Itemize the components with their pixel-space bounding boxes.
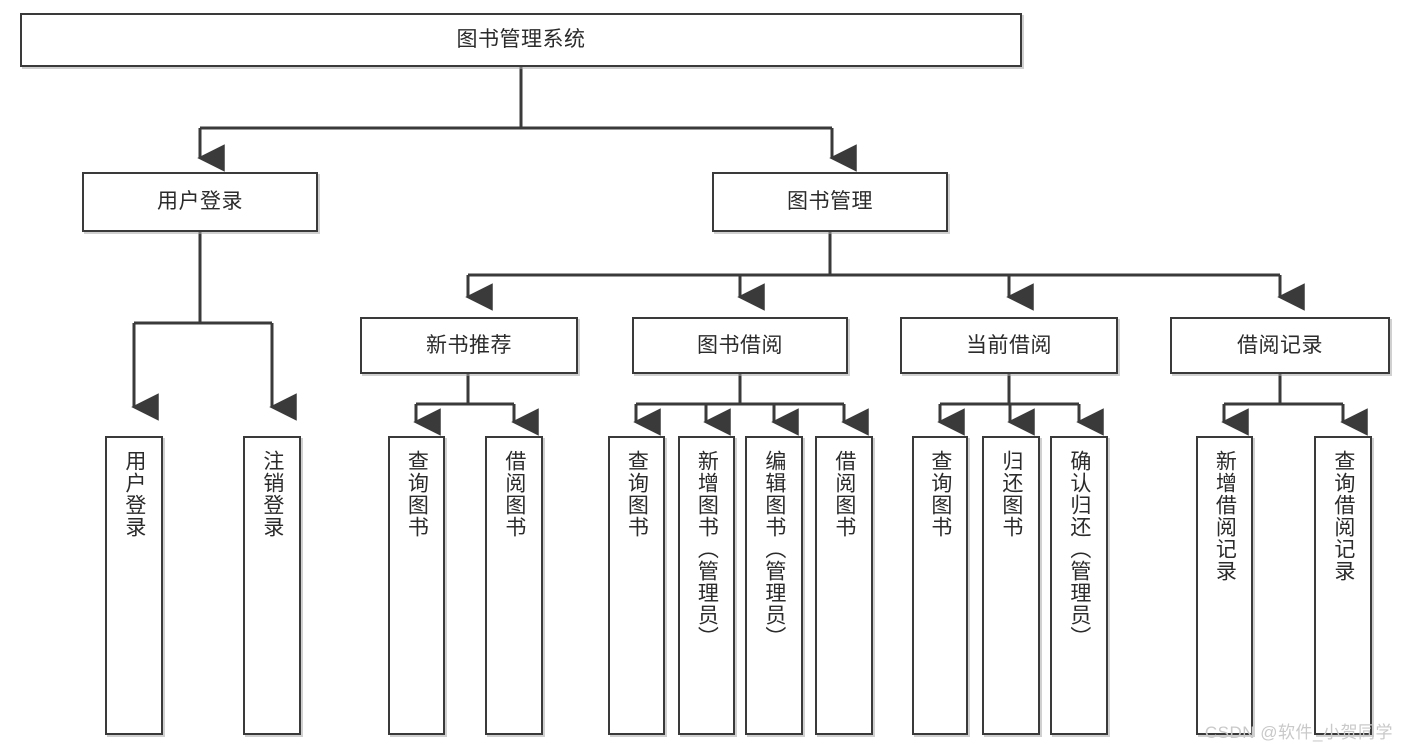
leaf-query-book-recommend[interactable]: 查询图书	[388, 436, 445, 735]
leaf-edit-book-admin[interactable]: 编辑图书（管理员）	[745, 436, 803, 735]
leaf-borrow-book[interactable]: 借阅图书	[815, 436, 873, 735]
leaf-query-book-borrow-label: 查询图书	[625, 450, 649, 538]
node-book-borrow[interactable]: 图书借阅	[632, 317, 848, 374]
node-new-book-recommend-label: 新书推荐	[426, 333, 512, 357]
leaf-borrow-book-recommend[interactable]: 借阅图书	[485, 436, 543, 735]
node-book-management-label: 图书管理	[787, 190, 873, 214]
leaf-logout[interactable]: 注销登录	[243, 436, 301, 735]
watermark: CSDN @软件_小贺同学	[1204, 723, 1393, 742]
leaf-return-book[interactable]: 归还图书	[982, 436, 1040, 735]
leaf-query-borrow-record-label: 查询借阅记录	[1331, 450, 1355, 582]
node-root[interactable]: 图书管理系统	[20, 13, 1022, 67]
leaf-edit-book-admin-label: 编辑图书（管理员）	[762, 450, 786, 648]
leaf-add-borrow-record-label: 新增借阅记录	[1213, 450, 1237, 582]
leaf-confirm-return-admin[interactable]: 确认归还（管理员）	[1050, 436, 1108, 735]
leaf-query-book-current[interactable]: 查询图书	[912, 436, 968, 735]
leaf-query-book-borrow[interactable]: 查询图书	[608, 436, 665, 735]
leaf-confirm-return-admin-label: 确认归还（管理员）	[1067, 450, 1091, 648]
node-new-book-recommend[interactable]: 新书推荐	[360, 317, 578, 374]
leaf-add-book-admin[interactable]: 新增图书（管理员）	[678, 436, 735, 735]
leaf-return-book-label: 归还图书	[999, 450, 1023, 538]
node-current-borrow[interactable]: 当前借阅	[900, 317, 1118, 374]
leaf-query-borrow-record[interactable]: 查询借阅记录	[1314, 436, 1372, 735]
node-root-label: 图书管理系统	[456, 28, 586, 52]
leaf-user-login[interactable]: 用户登录	[105, 436, 163, 735]
leaf-query-book-current-label: 查询图书	[928, 450, 952, 538]
leaf-add-borrow-record[interactable]: 新增借阅记录	[1196, 436, 1253, 735]
node-current-borrow-label: 当前借阅	[966, 333, 1052, 357]
leaf-borrow-book-recommend-label: 借阅图书	[502, 450, 526, 538]
leaf-borrow-book-label: 借阅图书	[832, 450, 856, 538]
leaf-add-book-admin-label: 新增图书（管理员）	[695, 450, 719, 648]
node-book-management[interactable]: 图书管理	[712, 172, 948, 232]
leaf-logout-label: 注销登录	[260, 450, 284, 538]
node-user-login[interactable]: 用户登录	[82, 172, 318, 232]
node-borrow-records-label: 借阅记录	[1237, 333, 1323, 357]
leaf-query-book-recommend-label: 查询图书	[405, 450, 429, 538]
node-book-borrow-label: 图书借阅	[697, 333, 783, 357]
leaf-user-login-label: 用户登录	[122, 450, 146, 538]
node-borrow-records[interactable]: 借阅记录	[1170, 317, 1390, 374]
node-user-login-label: 用户登录	[157, 190, 243, 214]
